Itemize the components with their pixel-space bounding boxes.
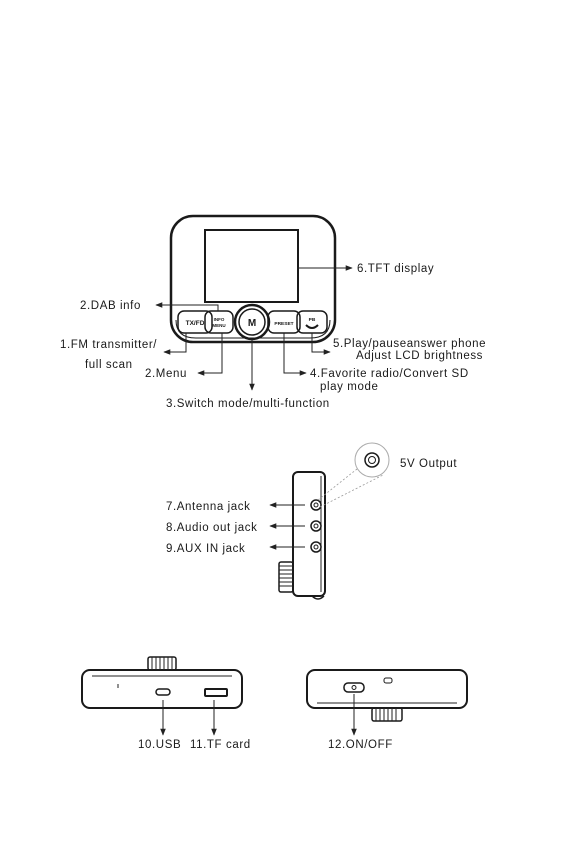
side-view: 5V Output 7.Antenna jack 8.Audio out jac… — [166, 443, 457, 599]
label-switch-mode: 3.Switch mode/multi-function — [166, 398, 330, 410]
label-antenna-jack: 7.Antenna jack — [166, 501, 250, 513]
label-fm-transmitter-2: full scan — [85, 359, 133, 371]
tx-fd-button-label: TX/FD — [186, 320, 205, 327]
usb-port — [156, 689, 170, 695]
phone-icon — [306, 325, 318, 328]
tft-screen — [205, 230, 298, 302]
label-play-pause-1: 5.Play/pauseanswer phone — [333, 338, 486, 350]
preset-button-label: PRESET — [274, 321, 293, 327]
info-menu-button-label-2: MENU — [212, 323, 225, 328]
label-tft-display: 6.TFT display — [357, 263, 434, 275]
tf-card-slot — [205, 689, 227, 696]
label-usb: 10.USB — [138, 739, 181, 751]
device-bottom-body-right — [307, 670, 467, 708]
label-favorite-2: play mode — [320, 381, 378, 393]
on-off-switch[interactable] — [344, 683, 364, 692]
device-side-body — [293, 472, 325, 596]
front-view: TX/FD INFO MENU M PRESET PB 6.TFT displa… — [60, 216, 486, 410]
bottom-view-left: 10.USB 11.TF card — [82, 657, 251, 751]
label-fm-transmitter-1: 1.FM transmitter/ — [60, 339, 157, 351]
aux-in-jack — [311, 542, 321, 552]
label-play-pause-2: Adjust LCD brightness — [356, 350, 483, 362]
bottom-view-right: 12.ON/OFF — [307, 670, 467, 751]
label-tf-card: 11.TF card — [190, 739, 251, 751]
m-knob-label: M — [248, 318, 256, 329]
label-audio-out-jack: 8.Audio out jack — [166, 522, 257, 534]
audio-out-jack — [311, 521, 321, 531]
label-menu: 2.Menu — [145, 368, 187, 380]
info-menu-button[interactable] — [205, 311, 233, 333]
label-favorite-1: 4.Favorite radio/Convert SD — [310, 368, 469, 380]
info-menu-button-label-1: INFO — [214, 317, 225, 322]
label-dab-info: 2.DAB info — [80, 300, 141, 312]
antenna-jack — [311, 500, 321, 510]
label-on-off: 12.ON/OFF — [328, 739, 393, 751]
indicator-slot — [384, 678, 392, 683]
phone-button-label: PB — [309, 317, 316, 323]
label-5v-output: 5V Output — [400, 458, 457, 470]
label-aux-in-jack: 9.AUX IN jack — [166, 543, 245, 555]
output-zoom-circle — [355, 443, 389, 477]
